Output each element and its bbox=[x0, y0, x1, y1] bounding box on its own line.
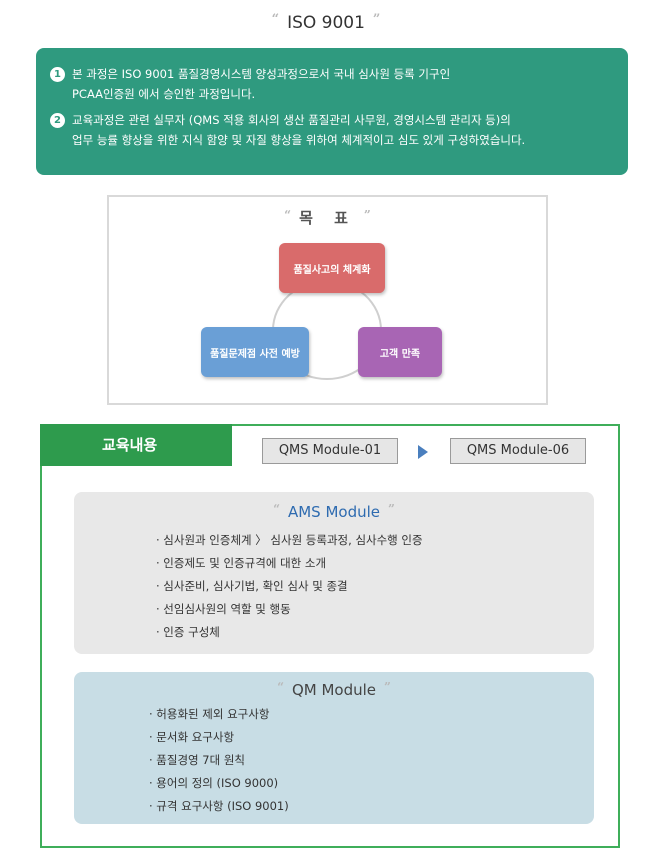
list-item: · 심사원과 인증체계 〉 심사원 등록과정, 심사수행 인증 bbox=[156, 533, 423, 547]
number-2-icon: 2 bbox=[50, 113, 65, 128]
list-item: · 허용화된 제외 요구사항 bbox=[149, 707, 270, 721]
intro-item-1: 1 본 과정은 ISO 9001 품질경영시스템 양성과정으로서 국내 심사원 … bbox=[50, 64, 614, 104]
intro-item-1-line-2: PCAA인증원 에서 승인한 과정입니다. bbox=[72, 87, 256, 101]
close-quote-icon: ” bbox=[384, 680, 391, 694]
list-item: · 선임심사원의 역할 및 행동 bbox=[156, 602, 291, 616]
goals-title-text: 목 표 bbox=[299, 209, 356, 227]
qm-module-box: “ QM Module ” · 허용화된 제외 요구사항 · 문서화 요구사항 · … bbox=[74, 672, 594, 824]
open-quote-icon: “ bbox=[273, 502, 280, 516]
close-quote-icon: ” bbox=[388, 502, 395, 516]
open-quote-icon: “ bbox=[277, 680, 284, 694]
list-item: · 심사준비, 심사기법, 확인 심사 및 종결 bbox=[156, 579, 348, 593]
goal-problem-prevention: 품질문제점 사전 예방 bbox=[201, 327, 309, 377]
page-title-text: ISO 9001 bbox=[287, 13, 365, 33]
qm-module-title-text: QM Module bbox=[291, 681, 377, 699]
goal-customer-satisfaction: 고객 만족 bbox=[358, 327, 442, 377]
list-item: · 인증제도 및 인증규격에 대한 소개 bbox=[156, 556, 327, 570]
intro-item-2-line-1: 교육과정은 관련 실무자 (QMS 적용 회사의 생산 품질관리 사무원, 경영… bbox=[72, 113, 511, 127]
goals-title: “ 목 표 ” bbox=[109, 207, 546, 228]
list-item: · 규격 요구사항 (ISO 9001) bbox=[149, 799, 289, 813]
qm-module-title: “ QM Module ” bbox=[74, 680, 594, 699]
list-item: · 용어의 정의 (ISO 9000) bbox=[149, 776, 279, 790]
goal-quality-systematization: 품질사고의 체계화 bbox=[279, 243, 385, 293]
arrow-right-icon bbox=[418, 445, 428, 459]
module-from-tag: QMS Module-01 bbox=[262, 438, 398, 464]
open-quote-icon: “ bbox=[271, 12, 280, 27]
ams-module-title: “ AMS Module ” bbox=[74, 502, 594, 521]
close-quote-icon: ” bbox=[372, 12, 381, 27]
intro-item-2: 2 교육과정은 관련 실무자 (QMS 적용 회사의 생산 품질관리 사무원, … bbox=[50, 110, 614, 150]
goals-box: “ 목 표 ” 품질사고의 체계화 품질문제점 사전 예방 고객 만족 bbox=[107, 195, 548, 405]
list-item: · 인증 구성체 bbox=[156, 625, 220, 639]
number-1-icon: 1 bbox=[50, 67, 65, 82]
ams-module-box: “ AMS Module ” · 심사원과 인증체계 〉 심사원 등록과정, 심사수… bbox=[74, 492, 594, 654]
module-to-tag: QMS Module-06 bbox=[450, 438, 586, 464]
list-item: · 품질경영 7대 원칙 bbox=[149, 753, 245, 767]
content-tab-label: 교육내용 bbox=[40, 424, 232, 466]
course-content: 교육내용 QMS Module-01 QMS Module-06 “ AMS Mo… bbox=[40, 424, 620, 848]
list-item: · 문서화 요구사항 bbox=[149, 730, 235, 744]
ams-module-title-text: AMS Module bbox=[287, 503, 381, 521]
intro-item-1-line-1: 본 과정은 ISO 9001 품질경영시스템 양성과정으로서 국내 심사원 등록… bbox=[72, 67, 451, 81]
page-title: “ ISO 9001 ” bbox=[0, 12, 652, 33]
intro-box: 1 본 과정은 ISO 9001 품질경영시스템 양성과정으로서 국내 심사원 … bbox=[36, 48, 628, 175]
qm-module-list: · 허용화된 제외 요구사항 · 문서화 요구사항 · 품질경영 7대 원칙 ·… bbox=[149, 703, 594, 818]
close-quote-icon: ” bbox=[363, 208, 371, 222]
open-quote-icon: “ bbox=[284, 208, 292, 222]
ams-module-list: · 심사원과 인증체계 〉 심사원 등록과정, 심사수행 인증 · 인증제도 및… bbox=[156, 529, 594, 644]
intro-item-2-line-2: 업무 능률 향상을 위한 지식 함양 및 자질 향상을 위하여 체계적이고 심도… bbox=[72, 133, 526, 147]
